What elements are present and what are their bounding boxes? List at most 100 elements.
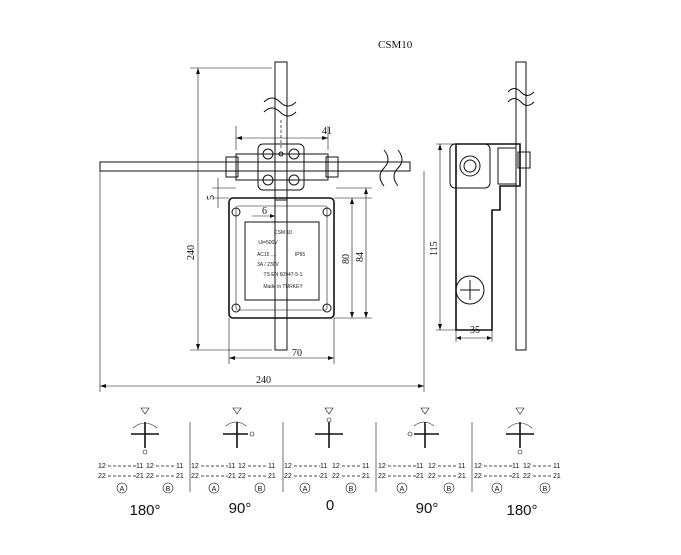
cable-gland-icon (455, 275, 485, 305)
rod-neck (274, 189, 288, 201)
horizontal-rod (99, 161, 411, 172)
dim-5: 5 (206, 195, 217, 200)
triangle-marker-icon (324, 407, 334, 415)
angle-label: 0 (326, 497, 334, 514)
dim-35: 35 (470, 325, 480, 336)
head-circle-inner (463, 159, 477, 173)
contact-number: 12 (428, 463, 436, 470)
side-nut (497, 147, 517, 185)
side-bolt (517, 151, 531, 169)
contact-number: 22 (98, 473, 106, 480)
rod-break-mark (379, 149, 389, 187)
screw-icon (262, 148, 274, 160)
arrowheads (270, 214, 275, 218)
circle-label-b-text: B (543, 486, 548, 493)
contact-number: 21 (416, 473, 424, 480)
contact-number: 22 (146, 473, 154, 480)
contact-number: 11 (268, 463, 275, 470)
contact-number: 11 (362, 463, 369, 470)
contact-number: 12 (523, 463, 531, 470)
circle-label-b (539, 482, 551, 494)
position-dot-icon (142, 449, 148, 455)
circle-label-b-text: B (166, 486, 171, 493)
contact-number: 21 (228, 473, 236, 480)
triangle-marker-icon (420, 407, 430, 415)
contact-number: 21 (268, 473, 276, 480)
contact-number: 21 (512, 473, 520, 480)
dim-84: 84 (355, 252, 366, 262)
screw-icon (231, 303, 241, 313)
circle-label-b-text: B (349, 486, 354, 493)
contact-number: 21 (553, 473, 561, 480)
circle-label-b-text: B (447, 486, 452, 493)
contact-number: 11 (553, 463, 560, 470)
contact-number: 21 (320, 473, 328, 480)
contact-number: 12 (378, 463, 386, 470)
screw-icon (322, 303, 332, 313)
label-line: Made in TURKEY (263, 284, 303, 290)
side-view: 115 35 (429, 61, 535, 351)
contact-number: 22 (238, 473, 246, 480)
circle-label-b-text: B (258, 486, 263, 493)
label-line: AC15 ... (257, 252, 275, 258)
actuator-head (257, 143, 305, 191)
contact-number: 11 (136, 463, 143, 470)
screw-icon (288, 174, 300, 186)
contact-number: 11 (228, 463, 235, 470)
dim-240-vertical: 240 (186, 245, 197, 260)
circle-label-b (345, 482, 357, 494)
dim-240-horizontal: 240 (256, 375, 271, 386)
rod-break-mark (507, 98, 535, 106)
circle-label-a (396, 482, 408, 494)
triangle-marker-icon (515, 407, 525, 415)
label-rating: IP65 (295, 252, 306, 258)
triangle-marker-icon (232, 407, 242, 415)
contact-number: 21 (176, 473, 184, 480)
position-dot-icon (407, 431, 413, 437)
contact-number: 11 (512, 463, 519, 470)
circle-label-a (208, 482, 220, 494)
rod-break-mark (393, 149, 403, 187)
angle-label: 90° (416, 500, 439, 517)
label-line: Ui=500V (258, 240, 278, 246)
contact-number: 22 (523, 473, 531, 480)
circle-label-b (254, 482, 266, 494)
position-180-right: 12 11 22 21 12 11 22 21 A B 180° (474, 407, 561, 519)
circle-label-b (162, 482, 174, 494)
label-line: TS EN 60947-5-1 (264, 272, 303, 278)
position-dot-icon (517, 449, 523, 455)
dim-41: 41 (322, 126, 332, 137)
head-circle (459, 155, 481, 177)
contact-number: 12 (332, 463, 340, 470)
actuator-bracket (235, 153, 329, 181)
contact-number: 22 (378, 473, 386, 480)
dim-70: 70 (292, 348, 302, 359)
label-line: 3A / 230V (257, 262, 279, 268)
rod-break-mark (263, 107, 297, 117)
contact-number: 22 (428, 473, 436, 480)
triangle-marker-icon (140, 407, 150, 415)
contact-number: 22 (474, 473, 482, 480)
pivot-icon (278, 151, 284, 157)
dim-80: 80 (341, 254, 352, 264)
circle-label-a-text: A (303, 486, 308, 493)
contact-number: 22 (284, 473, 292, 480)
screw-icon (262, 174, 274, 186)
rotation-arrow-icon (225, 421, 247, 427)
screw-icon (288, 148, 300, 160)
contact-number: 11 (320, 463, 327, 470)
contact-number: 12 (474, 463, 482, 470)
drawing-title: CSM10 (378, 39, 413, 51)
contact-number: 12 (98, 463, 106, 470)
contact-number: 12 (238, 463, 246, 470)
angle-label: 180° (506, 502, 537, 519)
position-0: 12 11 22 21 12 11 22 21 A B 0 (284, 407, 370, 514)
screw-icon (322, 207, 332, 217)
contact-diagrams: 12 11 22 21 12 11 22 21 A B 180° 12 (98, 407, 561, 519)
position-dot-icon (249, 431, 255, 437)
contact-number: 22 (191, 473, 199, 480)
contact-number: 22 (332, 473, 340, 480)
body-inner-outline (235, 205, 328, 311)
circle-label-a (116, 482, 128, 494)
